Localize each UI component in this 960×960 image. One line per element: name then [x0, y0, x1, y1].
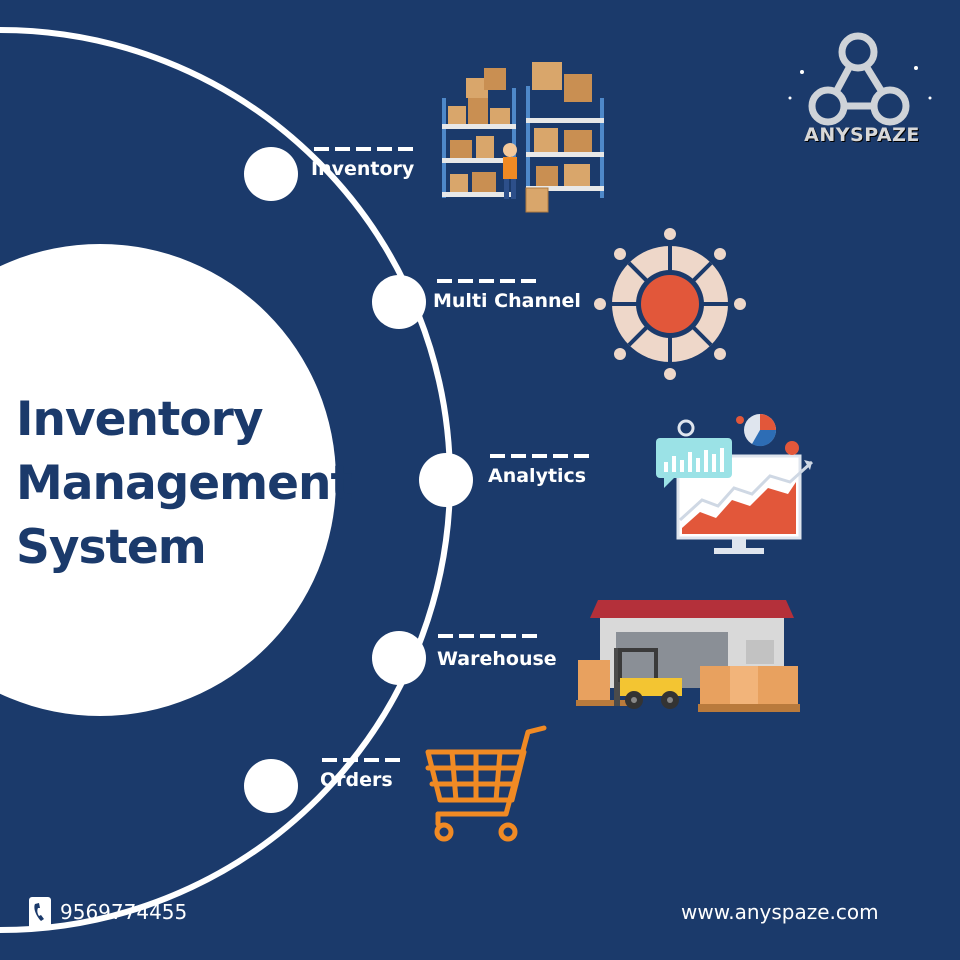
anyspaze-logo-icon [788, 32, 932, 126]
node-dot-multi-channel [372, 275, 426, 329]
footer-phone[interactable]: 9569774455 [60, 900, 188, 924]
node-dot-warehouse [372, 631, 426, 685]
warehouse-shelves-icon [442, 62, 604, 213]
node-dot-inventory [244, 147, 298, 201]
title-line-3: System [16, 520, 207, 575]
analytics-monitor-icon [656, 414, 814, 554]
connector-dashes-inventory [314, 147, 419, 151]
connector-dashes-multi-channel [437, 279, 542, 283]
phone-icon [29, 897, 51, 929]
connector-dashes-warehouse [438, 634, 543, 638]
connector-dashes-analytics [490, 454, 595, 458]
center-circle [0, 244, 336, 716]
node-label-orders: Orders [320, 769, 393, 791]
main-title: Inventory Management System [16, 388, 353, 580]
node-label-multi-channel: Multi Channel [433, 290, 581, 312]
connector-dashes-orders [322, 758, 406, 762]
node-dot-analytics [419, 453, 473, 507]
warehouse-forklift-icon [576, 600, 800, 712]
brand-name: ANYSPAZE [804, 124, 920, 146]
node-dot-orders [244, 759, 298, 813]
node-label-analytics: Analytics [488, 465, 587, 487]
title-line-1: Inventory [16, 392, 263, 447]
node-label-inventory: Inventory [311, 158, 415, 180]
node-label-warehouse: Warehouse [437, 648, 557, 670]
network-hub-icon [594, 228, 746, 380]
footer-website[interactable]: www.anyspaze.com [681, 900, 879, 924]
shopping-cart-icon [425, 725, 547, 842]
title-line-2: Management [16, 456, 353, 511]
